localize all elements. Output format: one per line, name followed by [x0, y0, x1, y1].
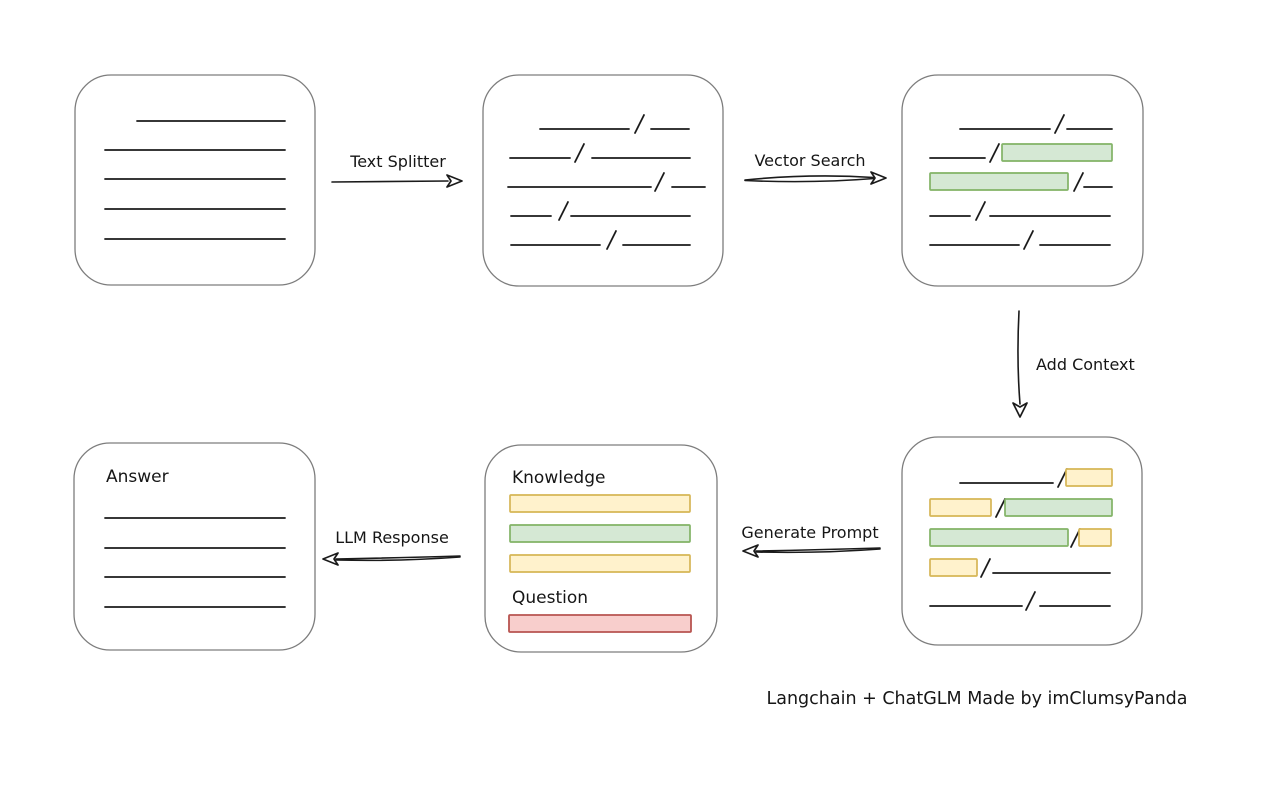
chunk-green	[509, 524, 691, 543]
chunk-yellow	[1065, 468, 1113, 487]
arrow-shaft	[331, 180, 449, 183]
chunk-yellow	[929, 558, 978, 577]
arrow-left-icon	[322, 552, 339, 566]
text-splitter-label: Text Splitter	[349, 152, 446, 171]
arrow-shaft	[335, 555, 461, 560]
chunk-green	[1001, 143, 1113, 162]
chunk-yellow	[509, 554, 691, 573]
chunk-yellow	[509, 494, 691, 513]
chunk-yellow	[1078, 528, 1112, 547]
generate-prompt-label: Generate Prompt	[741, 523, 878, 542]
chunk-green	[929, 528, 1069, 547]
llm-response-arrow: LLM Response	[322, 528, 461, 566]
box-outline	[482, 74, 724, 287]
vector-search-label: Vector Search	[754, 151, 865, 170]
matched-chunks-box	[901, 74, 1144, 287]
arrow-down-icon	[1012, 402, 1028, 418]
slash-mark	[606, 230, 617, 250]
slash-mark	[1054, 114, 1065, 134]
slash-mark	[980, 558, 991, 578]
slash-mark	[634, 114, 645, 134]
context-chunks-box	[901, 436, 1143, 646]
box-outline	[73, 442, 316, 651]
arrow-left-icon	[742, 544, 759, 558]
arrow-shaft-sketch	[335, 556, 461, 562]
arrow-shaft-sketch	[755, 548, 881, 554]
slash-mark	[558, 201, 569, 221]
question-label: Question	[512, 588, 588, 608]
chunk-yellow	[929, 498, 992, 517]
slash-mark	[989, 143, 1000, 163]
text-splitter-arrow: Text Splitter	[331, 152, 463, 188]
box-outline	[74, 74, 316, 286]
slash-mark	[1025, 591, 1036, 611]
add-context-label: Add Context	[1036, 355, 1135, 374]
slash-mark	[995, 498, 1006, 518]
slash-mark	[1023, 230, 1034, 250]
vector-search-arrow: Vector Search	[744, 151, 887, 185]
slash-mark	[1073, 172, 1084, 192]
arrow-shaft-sketch	[744, 177, 875, 183]
arrow-shaft	[1017, 310, 1021, 405]
slash-mark	[975, 201, 986, 221]
chunk-red	[508, 614, 692, 633]
knowledge-label: Knowledge	[512, 468, 605, 488]
arrow-right-icon	[446, 174, 463, 188]
answer-label: Answer	[106, 467, 169, 487]
caption-text: Langchain + ChatGLM Made by imClumsyPand…	[766, 689, 1187, 709]
generate-prompt-arrow: Generate Prompt	[741, 523, 881, 558]
slash-mark	[654, 172, 665, 192]
arrow-shaft	[755, 547, 881, 552]
add-context-arrow: Add Context	[1012, 310, 1135, 418]
chunk-green	[1004, 498, 1113, 517]
llm-response-label: LLM Response	[335, 528, 449, 547]
split-chunks-box	[482, 74, 724, 287]
answer-box: Answer	[73, 442, 316, 651]
prompt-box: Knowledge Question	[484, 444, 718, 653]
chunk-green	[929, 172, 1069, 191]
slash-mark	[574, 143, 585, 163]
arrow-shaft	[744, 175, 875, 181]
document-box	[74, 74, 316, 286]
arrow-right-icon	[870, 171, 887, 185]
